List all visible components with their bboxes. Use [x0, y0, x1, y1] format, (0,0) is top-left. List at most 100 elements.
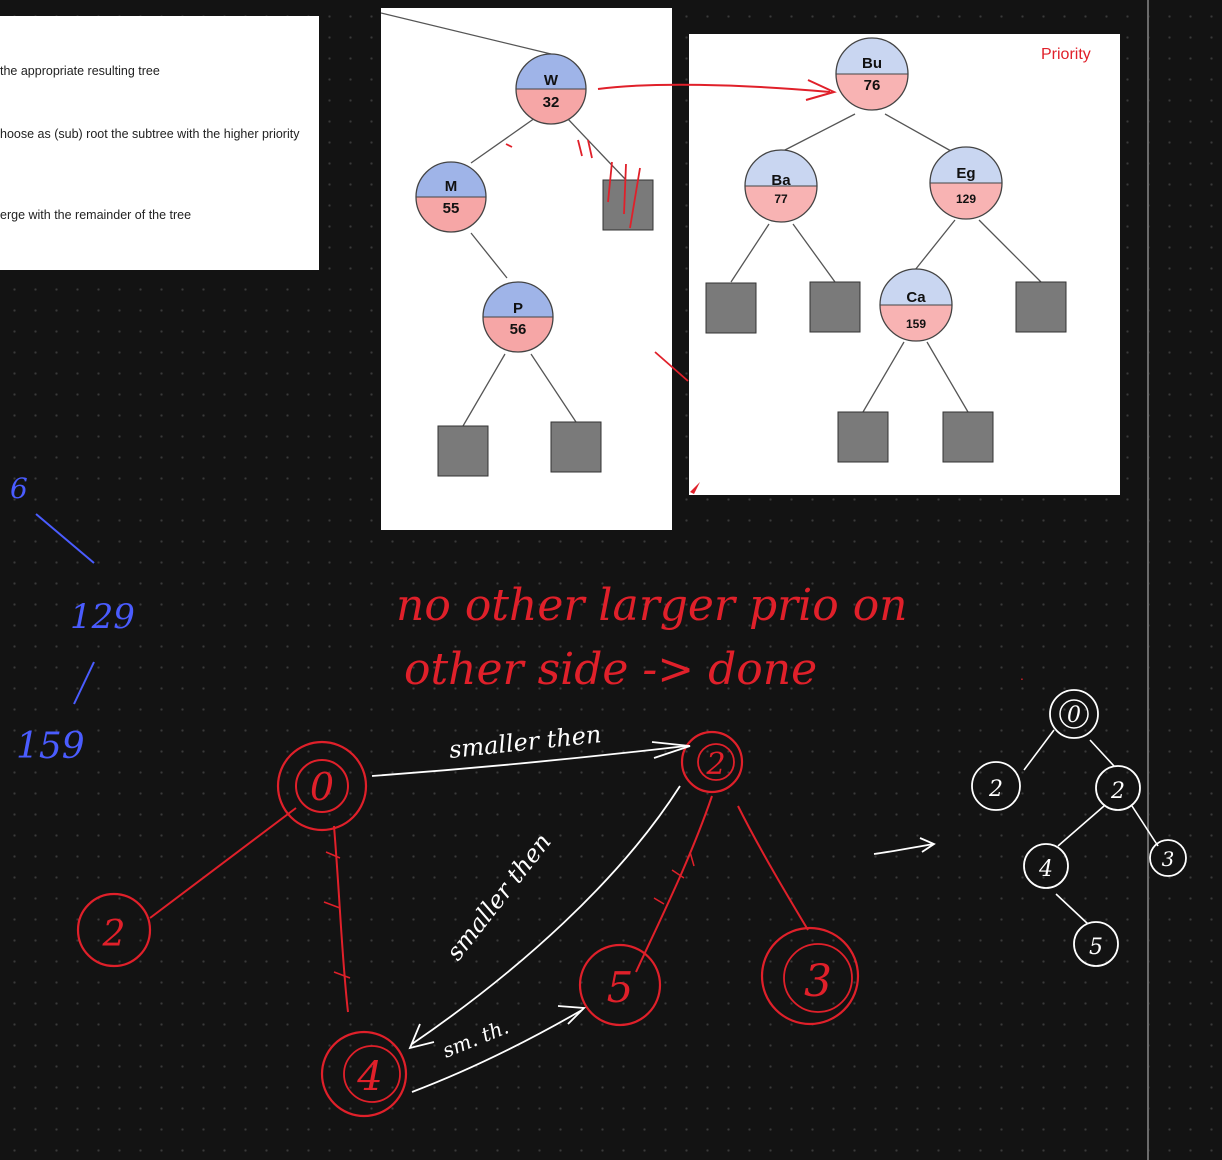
- tick-marks: [577, 139, 593, 159]
- node-key: Bu: [862, 55, 882, 72]
- node-priority: 55: [443, 200, 460, 217]
- note-line-3: erge with the remainder of the tree: [0, 208, 192, 222]
- node-key: Eg: [956, 165, 975, 182]
- sketch-node: [1023, 843, 1069, 889]
- red-note-line-2: other side -> done: [404, 644, 817, 695]
- red-edge: [737, 805, 809, 931]
- edge: [914, 219, 956, 271]
- edge: [470, 117, 536, 164]
- arrow-head: [651, 741, 691, 759]
- canvas-divider: [1147, 0, 1149, 1160]
- sketch-node: [276, 740, 368, 832]
- sketch-node: [680, 730, 744, 794]
- leaf-node: [705, 282, 757, 334]
- red-edge: [635, 795, 713, 973]
- arrow-head: [557, 1005, 587, 1025]
- leaf-node: [837, 411, 889, 463]
- sketch-node: [1049, 689, 1099, 739]
- white-sketch-tree: 0 2 2 4 3 5: [971, 689, 1187, 967]
- node-priority: 56: [510, 321, 527, 338]
- right-treap-diagram: Bu 76 Ba 77 Eg 129: [705, 37, 1067, 463]
- leaf-node: [942, 411, 994, 463]
- leaf-node: [550, 421, 602, 473]
- node-priority: 77: [774, 192, 788, 206]
- sketch-node-label: 5: [1089, 935, 1103, 960]
- sketch-node: [760, 926, 860, 1026]
- sketch-node: [320, 1030, 408, 1118]
- tick-marks: [323, 851, 351, 979]
- white-arrow: [411, 1009, 583, 1093]
- red-corner-mark: [690, 482, 700, 494]
- sketch-node-label: 2: [1110, 779, 1125, 804]
- red-edge: [333, 825, 349, 1013]
- edge: [470, 232, 508, 279]
- edge: [566, 117, 627, 181]
- blue-line: [73, 661, 95, 705]
- notes-panel: the appropriate resulting tree hoose as …: [0, 16, 319, 270]
- white-arrow: [873, 843, 935, 855]
- blue-number: 159: [16, 726, 85, 767]
- edge: [978, 219, 1042, 283]
- red-note-line-1: no other larger prio on: [396, 580, 908, 631]
- leaf-node: [809, 281, 861, 333]
- sketch-node: [1149, 839, 1187, 877]
- sketch-node-label: 0: [310, 765, 334, 809]
- node-key: M: [445, 178, 458, 195]
- white-arrow: [371, 745, 687, 777]
- arrow-label-bottom: sm. th.: [439, 1014, 512, 1062]
- sketch-node: [971, 761, 1021, 811]
- node-priority: 159: [906, 317, 926, 331]
- sketch-node: [1073, 921, 1119, 967]
- node-priority: 129: [956, 192, 976, 206]
- sketch-node: [76, 892, 152, 968]
- left-treap-panel: W 32 M 55 P 56: [381, 8, 672, 530]
- priority-label: Priority: [1041, 46, 1091, 63]
- sketch-node-label: 3: [804, 956, 832, 1007]
- blue-line: [35, 513, 95, 564]
- right-treap-panel: Bu 76 Ba 77 Eg 129: [689, 34, 1120, 495]
- note-line-1: the appropriate resulting tree: [0, 64, 160, 78]
- node-key: W: [544, 72, 559, 89]
- red-stroke: [654, 351, 689, 382]
- treap-node-p: P 56: [482, 281, 554, 353]
- node-key: P: [513, 300, 523, 317]
- sketch-node-label: 2: [705, 747, 725, 782]
- edge: [730, 223, 770, 283]
- edge: [926, 341, 969, 413]
- sketch-node-label: 4: [356, 1054, 382, 1100]
- sketch-node-label: 2: [988, 777, 1003, 802]
- sketch-node: [1095, 765, 1141, 811]
- arrow-head: [919, 837, 936, 853]
- svg-text:.: .: [1020, 667, 1024, 683]
- sketch-node: [578, 943, 662, 1027]
- sketch-node-label: 3: [1162, 847, 1175, 871]
- node-priority: 76: [864, 77, 881, 94]
- edge: [530, 353, 577, 423]
- red-edge: [149, 807, 297, 919]
- edge: [792, 223, 836, 283]
- tick-marks: [607, 161, 641, 229]
- leaf-node: [1015, 281, 1067, 333]
- sketch-node-label: 5: [607, 963, 634, 1012]
- white-arrow: [411, 785, 681, 1045]
- tick-marks: [505, 143, 513, 148]
- edge: [782, 113, 856, 152]
- sketch-node-label: 0: [1067, 703, 1081, 728]
- blue-number: 129: [70, 597, 135, 637]
- red-arrow: [597, 83, 831, 93]
- edge: [884, 113, 952, 152]
- arrow-head: [805, 79, 837, 101]
- edge: [862, 341, 905, 413]
- leaf-node: [437, 425, 489, 477]
- left-treap-diagram: W 32 M 55 P 56: [381, 12, 654, 477]
- node-key: Ba: [771, 172, 791, 189]
- node-key: Ca: [906, 289, 926, 306]
- sketch-node-label: 4: [1038, 857, 1053, 882]
- blue-number: 6: [10, 472, 28, 505]
- tick-marks: [653, 851, 695, 905]
- note-line-2: hoose as (sub) root the subtree with the…: [0, 127, 300, 141]
- node-priority: 32: [543, 94, 560, 111]
- red-sketch-tree: 0 2 2 4 5 3: [76, 730, 860, 1118]
- arrow-head: [408, 1023, 435, 1050]
